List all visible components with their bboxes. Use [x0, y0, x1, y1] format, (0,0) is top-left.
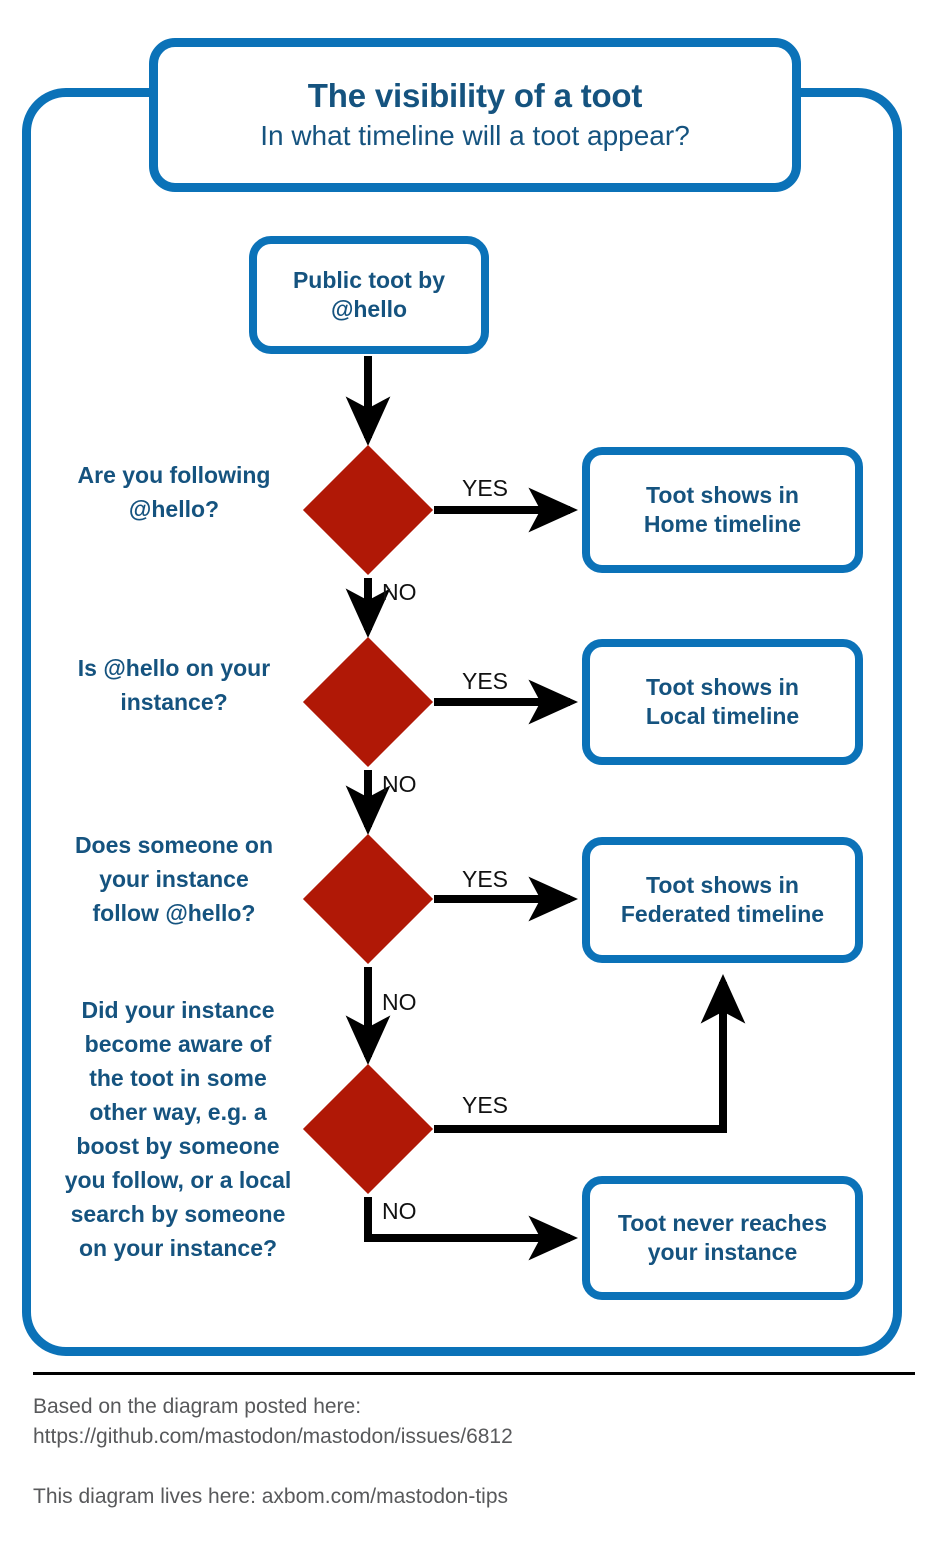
edge-label-no-other-way: NO [382, 1198, 417, 1224]
footer-source-credit: Based on the diagram posted here: https:… [33, 1395, 513, 1448]
page-subtitle: In what timeline will a toot appear? [260, 120, 690, 152]
edge-label-yes-follows: YES [462, 866, 509, 892]
edge-label-no-on-instance: NO [382, 771, 417, 797]
node-public-toot-label: Public toot by @hello [292, 267, 446, 322]
node-home-timeline-label: Toot shows in Home timeline [643, 482, 802, 537]
footer-diagram-home: This diagram lives here: axbom.com/masto… [33, 1485, 509, 1508]
question-is-hello-on-your-instance: Is @hello on your instance? [77, 655, 271, 716]
question-are-you-following: Are you following @hello? [77, 462, 271, 523]
node-local-timeline-label: Toot shows in Local timeline [645, 674, 800, 729]
edge-label-no-following: NO [382, 579, 417, 605]
page-title: The visibility of a toot [307, 77, 643, 115]
edge-label-yes-other-way: YES [462, 1092, 509, 1118]
question-aware-some-other-way: Did your instance become aware of the to… [64, 997, 292, 1262]
footer-divider [33, 1372, 915, 1375]
question-does-someone-follow-hello: Does someone on your instance follow @he… [74, 832, 274, 927]
node-federated-timeline-label: Toot shows in Federated timeline [620, 872, 825, 927]
node-public-toot[interactable]: Public toot by @hello [249, 236, 489, 354]
edge-label-yes-following: YES [462, 475, 509, 501]
node-never-reaches-instance[interactable]: Toot never reaches your instance [582, 1176, 863, 1300]
node-home-timeline[interactable]: Toot shows in Home timeline [582, 447, 863, 573]
edge-label-yes-on-instance: YES [462, 668, 509, 694]
node-federated-timeline[interactable]: Toot shows in Federated timeline [582, 837, 863, 963]
node-local-timeline[interactable]: Toot shows in Local timeline [582, 639, 863, 765]
edge-label-no-follows: NO [382, 989, 417, 1015]
node-never-reaches-instance-label: Toot never reaches your instance [617, 1210, 828, 1265]
title-card: The visibility of a toot In what timelin… [149, 38, 801, 192]
